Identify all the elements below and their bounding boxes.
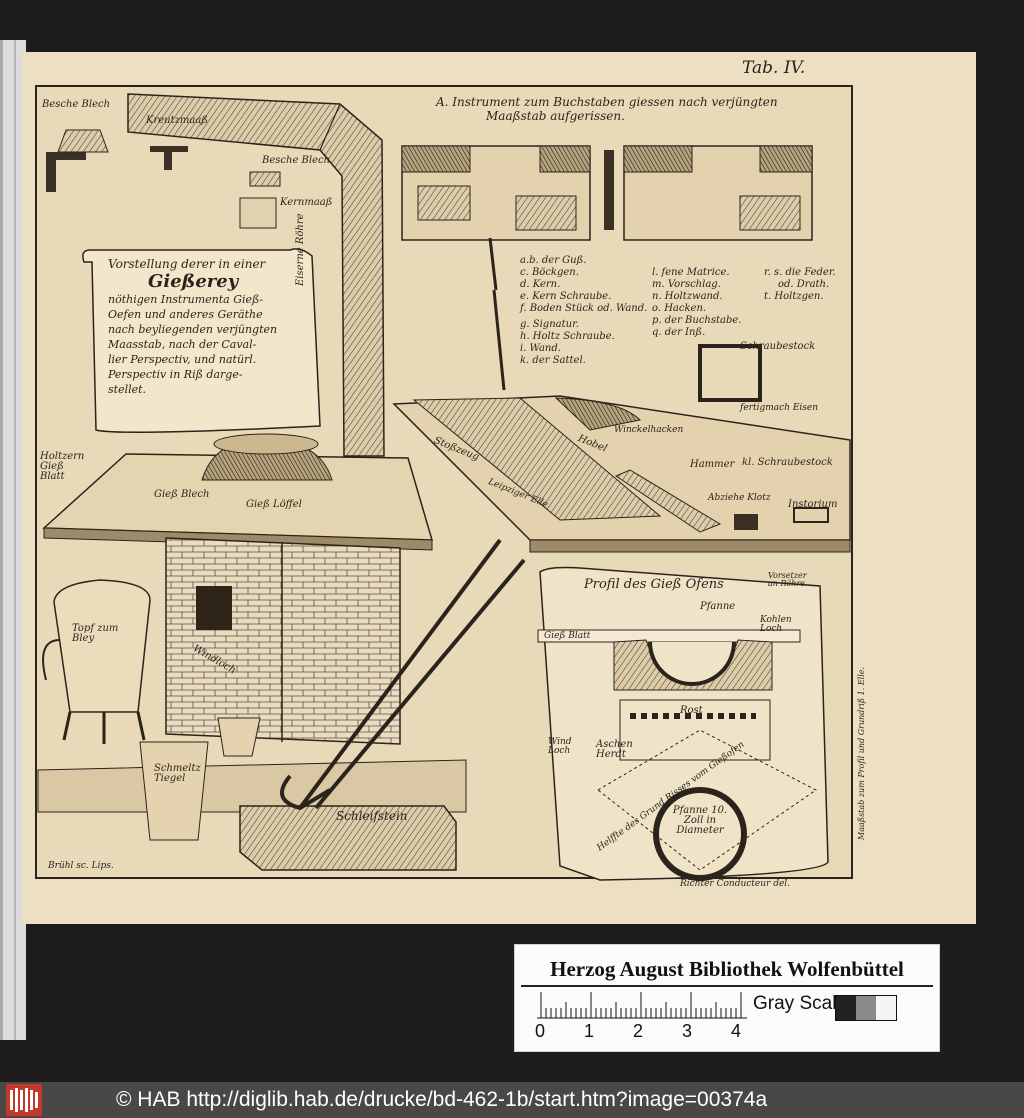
grayscale-label: Gray Scale (753, 993, 847, 1014)
legend-item: c. Böckgen. (520, 267, 579, 278)
title-line: Maasstab, nach der Caval- (108, 338, 257, 351)
title-line: nach beyliegenden verjüngten (108, 323, 278, 336)
legend-column-3: r. s. die Feder. od. Drath. t. Holtzgen. (764, 268, 836, 302)
label-wind-loch: Wind Loch (548, 737, 572, 756)
archive-name: Herzog August Bibliothek Wolfenbüttel (550, 957, 904, 981)
title-line: Oefen und anderes Geräthe (108, 308, 263, 321)
title-line: stellet. (108, 383, 147, 396)
label-giessblech: Gieß Blech (154, 489, 210, 500)
tongs (298, 538, 526, 810)
legend-item: q. der Inß. (652, 327, 706, 338)
legend-item: n. Holtzwand. (652, 291, 723, 302)
legend-item: f. Boden Stück od. Wand. (520, 303, 648, 314)
instrument-heading: A. Instrument zum Buchstaben giessen nac… (436, 95, 778, 109)
footer-bar: © HAB http://diglib.hab.de/drucke/bd-462… (0, 1082, 1024, 1118)
label-giessloeffel: Gieß Löffel (246, 499, 302, 510)
hab-logo-icon (6, 1084, 42, 1116)
label-holtzern-giessblatt: Holtzern Gieß Blatt (40, 451, 85, 482)
label-pfanne: Pfanne (700, 601, 736, 612)
label-kl-schraubestock: kl. Schraubestock (742, 457, 833, 468)
tab-number: Tab. IV. (742, 58, 806, 78)
legend-item: a.b. der Guß. (520, 255, 587, 266)
legend-item: l. fene Matrice. (652, 267, 730, 278)
copyright-url[interactable]: © HAB http://diglib.hab.de/drucke/bd-462… (116, 1088, 768, 1111)
label-schraubestock: Schraubestock (740, 341, 816, 352)
label-kohlen-loch: Kohlen Loch (760, 615, 792, 634)
label-schleifstein: Schleifstein (336, 809, 408, 823)
label-schmelz-tiegel: Schmeltz Tiegel (154, 763, 201, 784)
legend-item: r. s. die Feder. (764, 267, 836, 278)
scale-number: 2 (633, 1021, 644, 1041)
legend-column-1: a.b. der Guß. c. Böckgen. d. Kern. e. Ke… (520, 256, 647, 366)
lead-pot (53, 579, 151, 713)
swatch-dark (836, 996, 856, 1020)
legend-item: g. Signatur. (520, 319, 579, 330)
swatch-mid (856, 996, 876, 1020)
legend-item: h. Holtz Schraube. (520, 331, 615, 342)
crucible (139, 741, 209, 841)
label-topf: Topf zum Bley (72, 623, 119, 644)
label-fertigmach-eisen: fertigmach Eisen (740, 403, 819, 413)
label-hammer: Hammer (690, 459, 735, 470)
scale-number: 3 (682, 1021, 693, 1041)
iron-pipe (127, 93, 385, 457)
scale-number: 4 (731, 1021, 742, 1041)
legend-item: od. Drath. (778, 279, 830, 290)
grayscale-swatches (835, 995, 897, 1021)
label-rost: Rost (680, 705, 703, 716)
measurement-ruler (537, 992, 747, 1019)
title-line: Perspectiv in Riß darge- (108, 368, 243, 381)
label-kernmass: Kernmaaß (280, 197, 333, 208)
label-beseche-blech: Besche Blech (42, 99, 111, 110)
scale-number: 0 (535, 1021, 546, 1041)
label-instorium: Instorium (788, 499, 838, 510)
title-line: Gießerey (148, 271, 239, 292)
legend-item: o. Hacken. (652, 303, 707, 314)
page-edge-left (0, 40, 26, 1040)
label-winkelhacken: Winckelhacken (614, 425, 684, 435)
instrument-heading-2: Maaßstab aufgerissen. (486, 109, 625, 123)
swatch-light (876, 996, 896, 1020)
label-kreutzmass: Kreutzmaaß (146, 115, 208, 126)
label-vorsetzer: Vorsetzer an Röhre (768, 571, 807, 588)
legend-item: t. Holtzgen. (764, 291, 824, 302)
legend-column-2: l. fene Matrice. m. Vorschlag. n. Holtzw… (652, 268, 741, 338)
label-abziehe-klotz: Abziehe Klotz (708, 493, 771, 503)
scale-number: 1 (584, 1021, 595, 1041)
title-line: Vorstellung derer in einer (108, 257, 266, 271)
title-scroll (82, 248, 321, 433)
legend-item: m. Vorschlag. (652, 279, 721, 290)
legend-item: i. Wand. (520, 343, 561, 354)
engraver-signature: Brühl sc. Lips. (48, 861, 114, 871)
profile-title: Profil des Gieß Ofens (584, 577, 724, 592)
legend-item: k. der Sattel. (520, 355, 586, 366)
legend-item: d. Kern. (520, 279, 561, 290)
ruler-ticks (540, 992, 742, 1018)
label-pfanne-diameter: Pfanne 10. Zoll in Diameter (672, 805, 728, 836)
archive-color-bar: Herzog August Bibliothek Wolfenbüttel 0 … (514, 944, 940, 1052)
title-line: nöthigen Instrumenta Gieß- (108, 293, 264, 306)
brick-furnace (165, 537, 401, 745)
strip-divider (521, 985, 933, 987)
legend-item: e. Kern Schraube. (520, 291, 612, 302)
legend-item: p. der Buchstabe. (652, 315, 742, 326)
draughtsman-signature: Richter Conducteur del. (680, 879, 791, 889)
title-scroll-text: Vorstellung derer in einer Gießerey nöth… (108, 258, 308, 395)
grindstone (239, 805, 457, 871)
label-giess-blatt: Gieß Blatt (544, 631, 591, 641)
label-eiserne-roehre: Eiserne Röhre (295, 213, 306, 286)
label-aschen-herdt: Aschen Herdt (596, 739, 633, 760)
label-beseche-blech-2: Besche Blech (262, 155, 331, 166)
title-line: lier Perspectiv, und natürl. (108, 353, 257, 366)
label-massstab: Maaßstab zum Profil und Grundriß 1. Elle… (857, 666, 866, 840)
